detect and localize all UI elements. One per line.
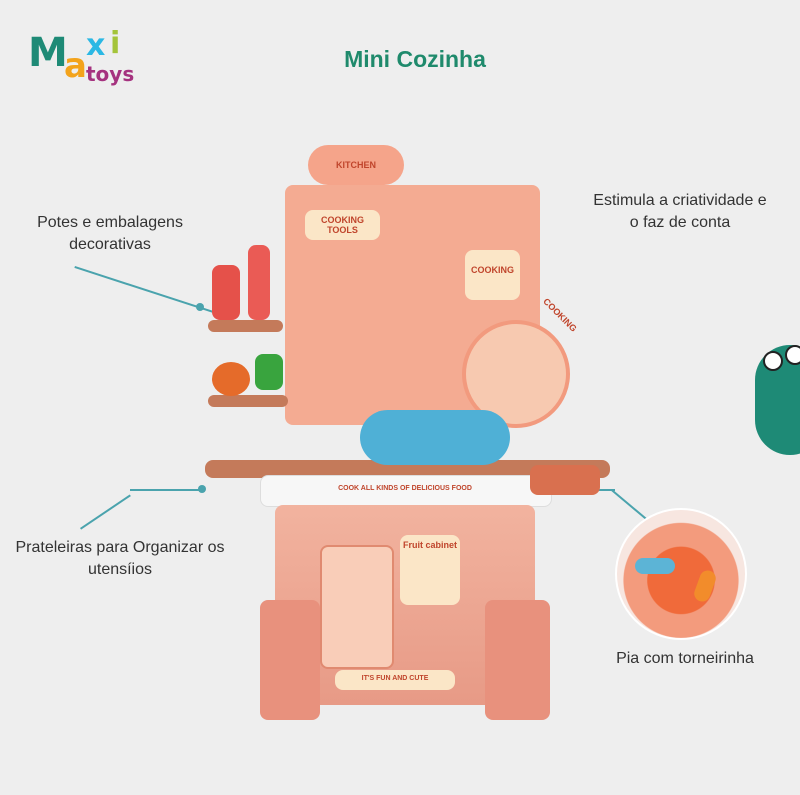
callout-pia: Pia com torneirinha (616, 650, 754, 667)
page-title: Mini Cozinha (344, 46, 486, 72)
product-label: COOK ALL KINDS OF DELICIOUS FOOD (338, 485, 472, 492)
mascot-image (755, 345, 800, 455)
kitchen-product-image: KITCHEN COOKING TOOLS COOKING COOKING CO… (200, 140, 620, 760)
callout-estimula: Estimula a criatividade e o faz de conta (593, 192, 767, 231)
product-label: COOKING TOOLS (320, 215, 364, 235)
maxi-toys-logo: M a x i toys (28, 26, 135, 86)
product-label: Fruit cabinet (402, 540, 457, 550)
callout-line (80, 494, 131, 530)
callout-prateleiras: Prateleiras para Organizar os utensíios (15, 539, 225, 578)
callout-line (130, 489, 202, 491)
callout-potes: Potes e embalagens decorativas (37, 214, 183, 253)
callout-dot (196, 303, 204, 311)
product-label: KITCHEN (336, 160, 376, 170)
sink-detail-image (615, 508, 747, 640)
product-label: IT'S FUN AND CUTE (361, 675, 429, 682)
callout-dot (198, 485, 206, 493)
product-label: COOKING (470, 265, 514, 275)
